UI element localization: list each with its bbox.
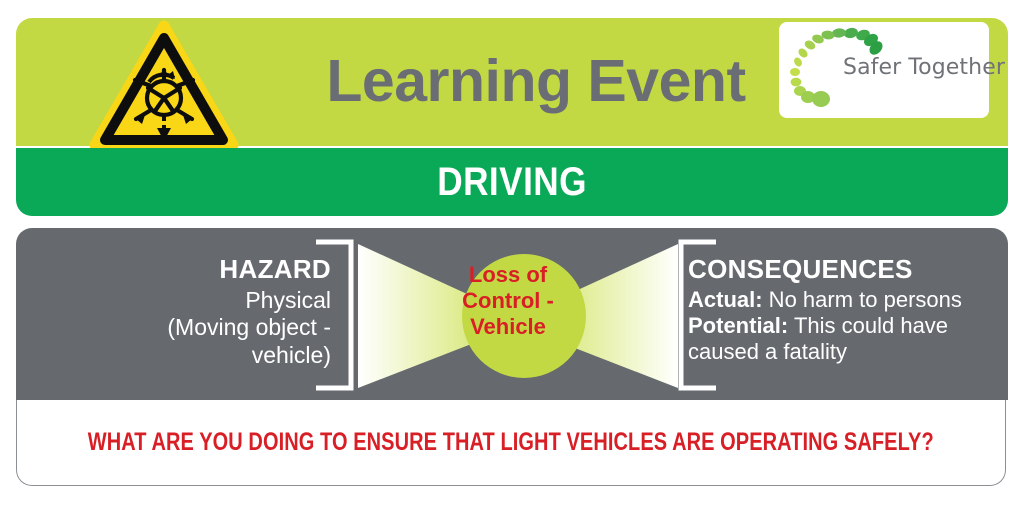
consequence-potential-label: Potential: xyxy=(688,312,789,338)
consequences-block: CONSEQUENCES Actual: No harm to persons … xyxy=(688,254,1008,365)
green-dotted-swoosh-icon xyxy=(790,27,883,107)
consequence-actual-value: No harm to persons xyxy=(762,286,962,312)
center-line-1: Loss of xyxy=(468,262,548,287)
bowtie-center-label: Loss of Control - Vehicle xyxy=(449,262,567,340)
subtitle-text: DRIVING xyxy=(437,159,587,204)
consequence-actual-label: Actual: xyxy=(688,286,763,312)
moving-object-hazard-triangle-icon xyxy=(88,20,240,152)
consequence-potential: Potential: This could have caused a fata… xyxy=(688,313,1008,365)
bowtie-left-wing xyxy=(358,244,528,388)
bowtie-panel: HAZARD Physical (Moving object - vehicle… xyxy=(16,228,1008,400)
hazard-line-1: Physical xyxy=(245,286,331,313)
subtitle-band: DRIVING xyxy=(16,148,1008,216)
consequences-bracket xyxy=(678,239,716,391)
center-line-3: Vehicle xyxy=(470,313,546,339)
hazard-heading: HAZARD xyxy=(219,254,331,284)
logo-text: Safer Together xyxy=(843,55,1005,80)
bowtie-center-circle xyxy=(462,254,586,378)
center-line-2: Control - xyxy=(462,287,554,313)
hazard-line-2: (Moving object - xyxy=(167,314,331,341)
bowtie-diagram xyxy=(316,239,716,391)
consequence-actual: Actual: No harm to persons xyxy=(688,287,1008,313)
hazard-line-3: vehicle) xyxy=(251,341,331,368)
hazard-block: HAZARD Physical (Moving object - vehicle… xyxy=(116,254,331,369)
safer-together-logo: Safer Together xyxy=(779,22,1005,118)
question-text: WHAT ARE YOU DOING TO ENSURE THAT LIGHT … xyxy=(87,428,935,456)
consequences-heading: CONSEQUENCES xyxy=(688,254,913,284)
question-box: WHAT ARE YOU DOING TO ENSURE THAT LIGHT … xyxy=(16,400,1006,486)
hazard-bracket xyxy=(316,239,354,391)
bowtie-right-wing xyxy=(508,244,678,388)
page-title: Learning Event xyxy=(326,48,746,114)
consequence-potential-value: This could have caused a fatality xyxy=(688,312,949,364)
